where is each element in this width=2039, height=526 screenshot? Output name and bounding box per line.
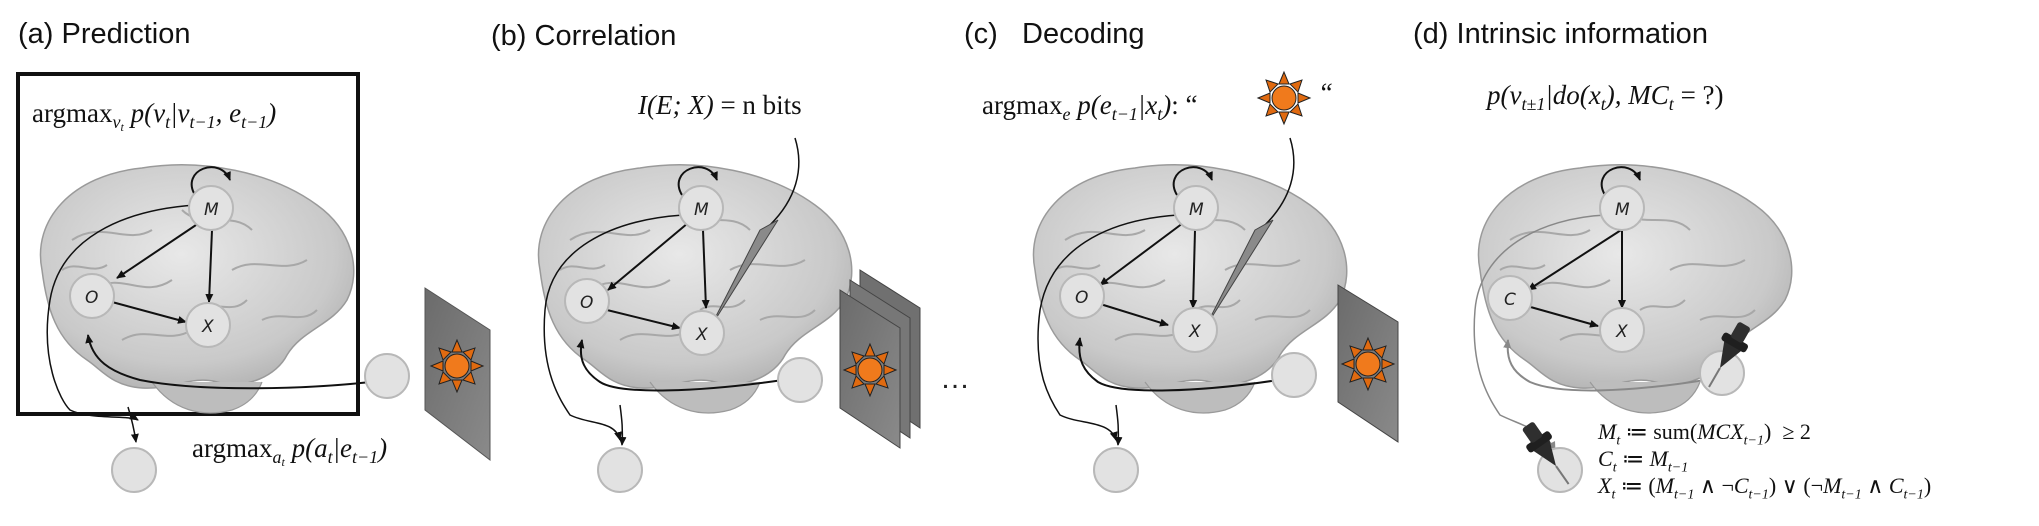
panel-b-graphics: M O X [537, 137, 921, 493]
node-motor-b [678, 185, 724, 231]
node-hidden-a [185, 302, 231, 348]
node-hidden-c-label: X [1188, 322, 1201, 342]
node-hidden-a-label: X [201, 317, 214, 337]
sensor-input-a [364, 353, 410, 399]
node-hidden-b [679, 310, 725, 356]
panel-d-letter: (d) [1413, 18, 1449, 50]
node-c-d-label: C [1504, 290, 1516, 310]
rule-c: Ct ≔ Mt−1 [1598, 446, 1689, 476]
eq-a-bottom-head: argmax [192, 433, 273, 463]
node-motor-a-label: M [204, 200, 219, 220]
motor-output-b [597, 447, 643, 493]
motor-output-c [1093, 447, 1139, 493]
rule-x: Xt ≔ (Mt−1 ∧ ¬Ct−1) ∨ (¬Mt−1 ∧ Ct−1) [1598, 473, 1932, 503]
node-motor-a [188, 185, 234, 231]
sun-icon [1341, 337, 1395, 391]
eq-a-top-head: argmax [32, 98, 113, 128]
panel-d-title: Intrinsic information [1456, 18, 1708, 50]
equation-d-top: p(vt±1|do(xt), MCt = ?) [1487, 80, 1724, 114]
equation-a-top: argmaxvt p(vt|vt−1, et−1) [32, 98, 276, 135]
sun-icon [1257, 71, 1311, 125]
node-sensor-b-label: O [580, 293, 593, 313]
node-c-d [1487, 275, 1533, 321]
motor-output-a [111, 447, 157, 493]
panel-d-graphics: M C X [1473, 163, 1793, 494]
panel-a-graphics: M O X [16, 72, 491, 493]
sensor-input-b [777, 357, 823, 403]
ellipsis: … [940, 362, 970, 395]
panel-c-label: (c) Decoding [964, 18, 1145, 51]
panel-b-label: (b) Correlation [491, 20, 676, 53]
node-motor-d-label: M [1615, 200, 1630, 220]
node-motor-c-label: M [1189, 200, 1204, 220]
panel-b-title: Correlation [534, 20, 677, 52]
rule-m: Mt ≔ sum(MCXt−1) ≥ 2 [1598, 419, 1811, 449]
node-motor-d [1599, 185, 1645, 231]
node-hidden-b-label: X [695, 325, 708, 345]
sun-icon [430, 339, 484, 393]
panel-a-letter: (a) [18, 18, 54, 50]
prediction-frame [16, 72, 360, 416]
panel-c-letter: (c) [964, 18, 998, 50]
panel-c-title: Decoding [1022, 18, 1145, 50]
sun-icon [843, 343, 897, 397]
sensor-input-c [1271, 352, 1317, 398]
node-sensor-c [1059, 273, 1105, 319]
panel-a-label: (a) Prediction [18, 18, 190, 51]
node-sensor-b [564, 278, 610, 324]
panel-c-graphics: M O X [1032, 71, 1399, 493]
node-motor-b-label: M [694, 200, 709, 220]
update-rules: Mt ≔ sum(MCXt−1) ≥ 2 Ct ≔ Mt−1 Xt ≔ (Mt−… [1598, 418, 1932, 503]
eq-a-bottom-sub: at [272, 447, 285, 469]
node-motor-c [1173, 185, 1219, 231]
electrode-icon [709, 219, 779, 329]
equation-c-top: argmaxe p(et−1|xt): “ [982, 90, 1198, 124]
electrode-icon [1204, 219, 1274, 329]
node-hidden-d [1599, 307, 1645, 353]
node-hidden-c [1172, 307, 1218, 353]
panel-a-title: Prediction [61, 18, 191, 50]
panel-d-label: (d) Intrinsic information [1413, 18, 1708, 51]
eq-c-top-sub: e [1062, 104, 1071, 124]
panel-b-letter: (b) [491, 20, 527, 52]
node-sensor-c-label: O [1075, 288, 1088, 308]
equation-c-close-quote: “ [1318, 78, 1334, 108]
eq-c-top-head: argmax [982, 90, 1063, 120]
node-sensor-a [69, 273, 115, 319]
eq-a-bottom-body: p(at|et−1) [291, 433, 388, 467]
equation-a-bottom: argmaxat p(at|et−1) [192, 433, 387, 470]
eq-a-top-body: p(vt|vt−1, et−1) [130, 98, 277, 132]
eq-a-top-sub: vt [112, 112, 124, 134]
equation-b-top: I(E; X) = n bits [638, 90, 802, 120]
node-sensor-a-label: O [85, 288, 98, 308]
node-hidden-d-label: X [1615, 322, 1628, 342]
